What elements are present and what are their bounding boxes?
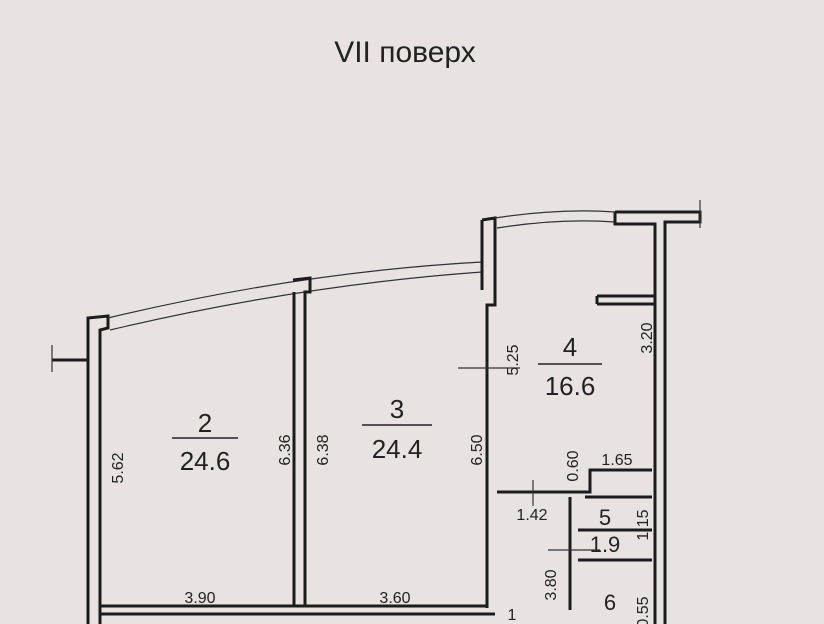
floor-title: VII поверх bbox=[334, 36, 476, 69]
room-2-area: 24.6 bbox=[180, 446, 231, 476]
dim-room4-right: 3.20 bbox=[639, 322, 656, 353]
dim-hall-width: 1.42 bbox=[516, 507, 547, 524]
room-3-number: 3 bbox=[390, 394, 404, 424]
dim-room4-left: 5.25 bbox=[505, 344, 522, 375]
room-3-area: 24.4 bbox=[372, 434, 423, 464]
room-labels: 2 24.6 3 24.4 4 16.6 5 1.9 6 bbox=[172, 332, 620, 615]
dimension-ticks bbox=[51, 200, 701, 551]
room-6-number: 6 bbox=[604, 590, 616, 615]
dimension-labels: 5.62 6.36 6.38 6.50 5.25 3.20 0.60 1.65 … bbox=[110, 322, 656, 624]
room-2-number: 2 bbox=[198, 408, 212, 438]
dim-bottom-mark: 1 bbox=[508, 607, 517, 624]
dim-room5-height: 1.15 bbox=[635, 509, 652, 540]
dim-room2-right: 6.36 bbox=[277, 434, 294, 465]
room-4-number: 4 bbox=[563, 332, 577, 362]
dim-closet-width: 1.65 bbox=[601, 452, 632, 469]
dim-room6-height: 0.55 bbox=[635, 596, 652, 624]
dim-corridor-length: 3.80 bbox=[543, 569, 560, 600]
room-4-area: 16.6 bbox=[545, 371, 596, 401]
dim-room3-left: 6.38 bbox=[315, 434, 332, 465]
dim-room2-left: 5.62 bbox=[110, 452, 127, 483]
walls bbox=[52, 210, 702, 624]
room-5-number: 5 bbox=[599, 505, 611, 530]
dim-closet-depth: 0.60 bbox=[565, 450, 582, 481]
room-5-area: 1.9 bbox=[590, 532, 621, 557]
dim-room3-right: 6.50 bbox=[469, 434, 486, 465]
dim-room2-bottom: 3.90 bbox=[184, 590, 215, 607]
dim-room3-bottom: 3.60 bbox=[379, 590, 410, 607]
